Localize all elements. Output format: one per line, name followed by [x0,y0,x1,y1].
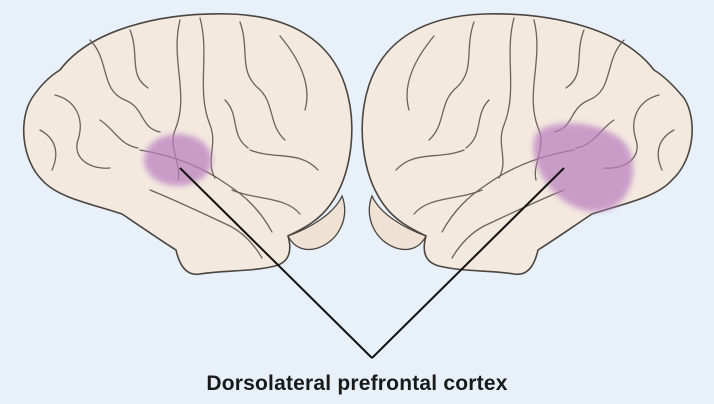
left-dlpfc-highlight [144,134,212,186]
left-brain-icon [24,14,352,274]
right-brain-icon [362,14,692,274]
caption-label: Dorsolateral prefrontal cortex [0,372,714,396]
